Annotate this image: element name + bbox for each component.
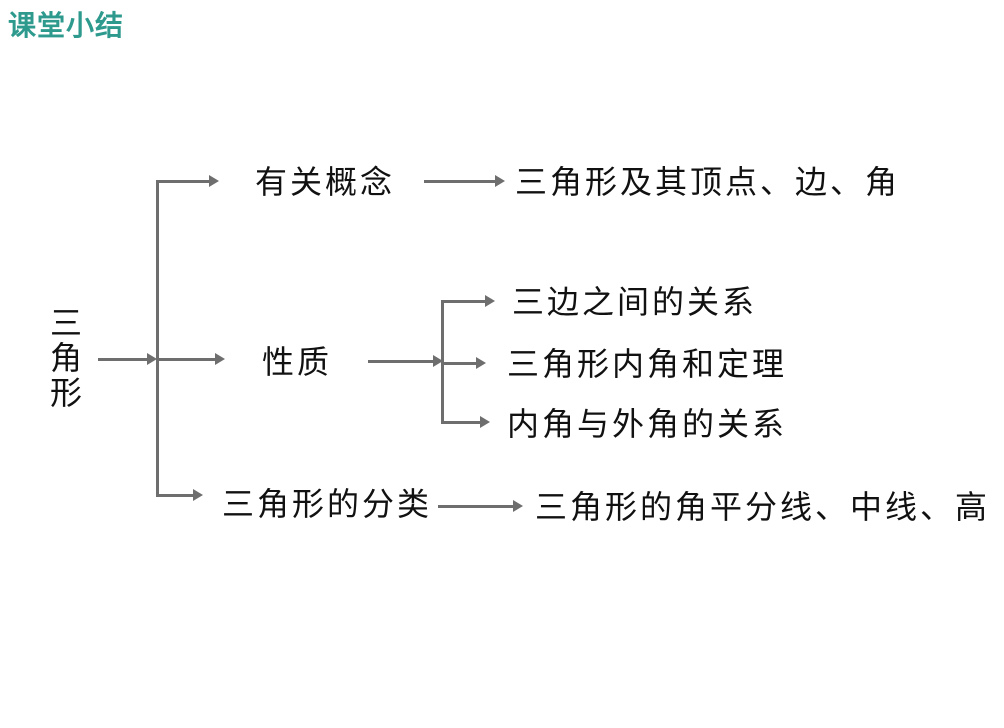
root-node: 三角形 — [50, 305, 83, 411]
root-to-trunk-arrowhead-icon — [147, 353, 157, 365]
subtrunk-to-sides-arrowhead-icon — [485, 295, 495, 307]
trunk-to-classification-line — [156, 494, 194, 497]
subtrunk-line — [441, 300, 444, 424]
properties-to-subtrunk-arrowhead-icon — [433, 355, 443, 367]
root-to-trunk-line — [98, 358, 148, 361]
branch-properties-label: 性质 — [262, 344, 333, 380]
properties-to-subtrunk-line — [368, 360, 434, 363]
concepts-to-leaf-line — [424, 180, 496, 183]
leaf-concepts-text: 三角形及其顶点、边、角 — [515, 164, 901, 200]
branch-concepts-label: 有关概念 — [255, 164, 396, 200]
branch-classification-label: 三角形的分类 — [222, 486, 433, 522]
classification-to-leaf-line — [438, 505, 514, 508]
leaf-exterior-text: 内角与外角的关系 — [507, 406, 788, 442]
subtrunk-to-anglesum-line — [444, 362, 477, 365]
page-title: 课堂小结 — [8, 11, 125, 42]
leaf-sides-text: 三边之间的关系 — [512, 284, 758, 320]
subtrunk-to-exterior-line — [441, 421, 481, 424]
subtrunk-to-sides-line — [441, 300, 486, 303]
trunk-to-concepts-arrowhead-icon — [209, 175, 219, 187]
trunk-to-concepts-line — [156, 180, 210, 183]
subtrunk-to-exterior-arrowhead-icon — [480, 416, 490, 428]
trunk-to-properties-line — [159, 358, 216, 361]
concepts-to-leaf-arrowhead-icon — [495, 175, 505, 187]
subtrunk-to-anglesum-arrowhead-icon — [476, 357, 486, 369]
trunk-to-classification-arrowhead-icon — [193, 489, 203, 501]
leaf-anglesum-text: 三角形内角和定理 — [507, 346, 788, 382]
classification-to-leaf-arrowhead-icon — [513, 500, 523, 512]
trunk-to-properties-arrowhead-icon — [215, 353, 225, 365]
leaf-classification-text: 三角形的角平分线、中线、高 — [535, 489, 991, 525]
trunk-line — [156, 180, 159, 497]
